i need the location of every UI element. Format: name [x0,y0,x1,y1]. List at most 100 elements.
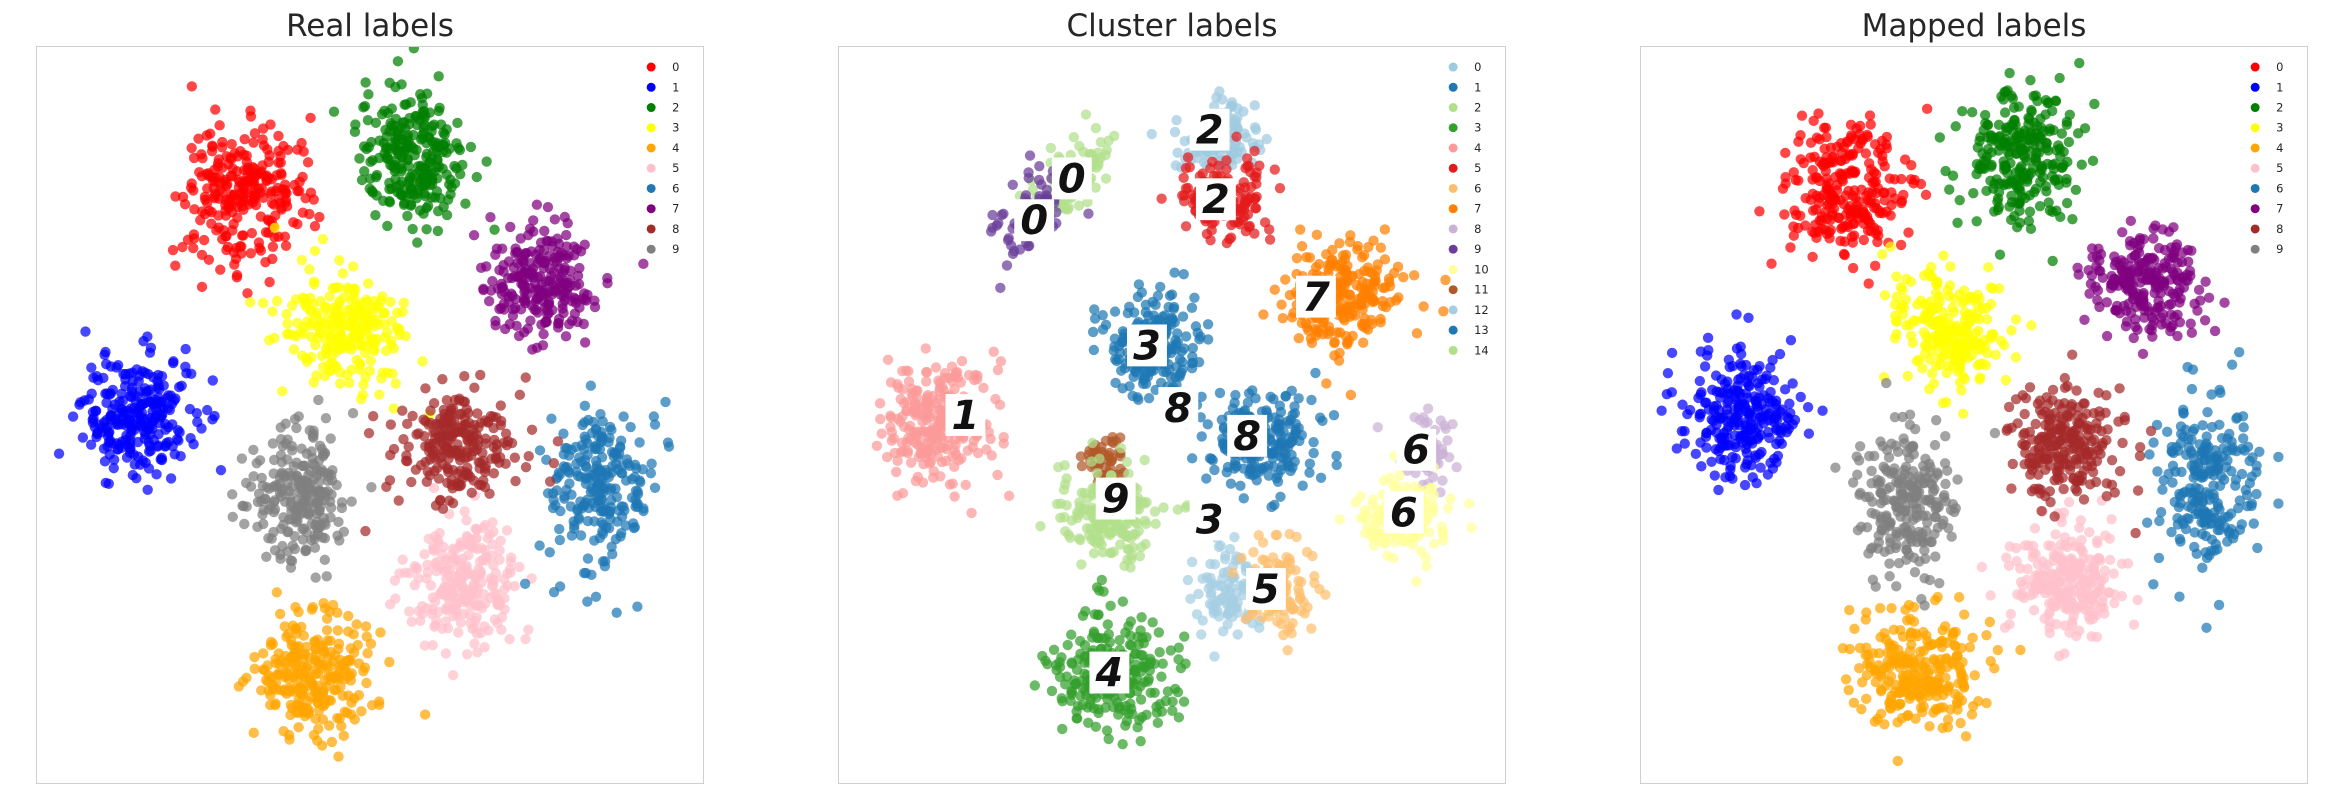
scatter-point-0 [238,230,249,241]
scatter-point-0 [260,256,271,268]
scatter-point-10 [1367,499,1378,510]
scatter-point-0 [195,215,206,226]
scatter-point-8 [523,450,534,462]
scatter-point-3 [388,343,400,354]
scatter-point-8 [397,405,408,416]
scatter-point-1 [173,435,184,446]
scatter-point-5 [471,524,483,535]
scatter-point-6 [566,530,578,541]
scatter-point-1 [1235,480,1246,491]
scatter-point-0 [249,128,261,139]
scatter-point-0 [1864,110,1876,121]
scatter-point-0 [1831,179,1843,191]
scatter-point-13 [1148,310,1159,321]
scatter-point-0 [200,194,211,205]
scatter-point-6 [1257,537,1269,548]
scatter-point-9 [261,551,272,562]
scatter-point-4 [972,447,984,459]
scatter-point-2 [359,100,371,112]
scatter-point-1 [117,414,129,425]
scatter-point-4 [876,428,887,439]
legend-label-9: 9 [672,242,679,256]
digit-image-label: 5 [1252,567,1280,613]
scatter-point-0 [1214,86,1225,97]
scatter-point-3 [347,261,359,272]
scatter-point-3 [1117,596,1129,607]
scatter-point-6 [607,460,618,472]
scatter-point-3 [336,319,347,331]
scatter-point-1 [75,397,86,408]
scatter-point-3 [282,318,293,329]
scatter-point-1 [67,411,79,422]
scatter-point-14 [1088,548,1100,559]
digit-image-background [1227,414,1268,457]
scatter-point-9 [267,438,279,449]
scatter-point-6 [559,491,570,502]
scatter-point-1 [120,369,131,380]
scatter-point-3 [1103,733,1114,745]
legend-marker-4 [1448,143,1458,153]
scatter-point-2 [408,47,420,54]
scatter-point-1 [111,362,122,373]
scatter-point-0 [1789,205,1800,216]
scatter-point-7 [572,270,584,282]
scatter-point-9 [322,471,333,482]
scatter-point-4 [874,398,886,409]
scatter-point-8 [509,452,521,463]
scatter-point-2 [360,77,371,88]
scatter-point-4 [955,377,967,388]
scatter-point-13 [1150,299,1161,311]
scatter-point-1 [100,346,111,358]
scatter-point-8 [1435,415,1446,426]
scatter-point-1 [137,455,148,466]
scatter-point-8 [462,462,473,473]
scatter-point-1 [1271,473,1282,484]
digit-image-background [1014,199,1055,242]
scatter-point-6 [590,455,602,467]
scatter-point-7 [1291,252,1303,264]
scatter-point-0 [1171,115,1182,126]
scatter-point-1 [1238,493,1249,504]
scatter-point-2 [457,159,468,171]
scatter-point-3 [385,296,396,308]
digit-image-background [1383,491,1424,534]
scatter-point-7 [1360,288,1372,300]
scatter-point-0 [196,281,208,293]
scatter-point-4 [362,648,373,659]
scatter-point-12 [1229,531,1240,543]
scatter-point-5 [451,604,462,615]
scatter-point-5 [404,606,415,617]
scatter-point-0 [273,130,284,142]
scatter-point-4 [361,677,372,689]
scatter-point-4 [348,629,359,640]
legend-label-12: 12 [1474,303,1489,317]
scatter-point-8 [552,436,564,447]
scatter-point-9 [268,468,279,479]
digit-image-label: 4 [1095,650,1124,696]
scatter-point-5 [488,560,499,571]
scatter-point-13 [1133,279,1145,290]
scatter-point-6 [558,428,569,439]
scatter-point-9 [254,455,266,466]
scatter-point-1 [1308,447,1319,459]
scatter-point-2 [392,56,404,67]
scatter-point-3 [337,268,349,279]
scatter-point-0 [242,288,253,299]
scatter-point-0 [1179,136,1190,147]
scatter-point-9 [241,501,252,512]
scatter-point-6 [1259,554,1270,566]
scatter-point-1 [127,382,138,393]
scatter-point-5 [411,562,422,574]
scatter-point-7 [561,229,572,241]
scatter-point-13 [1138,378,1149,390]
scatter-point-2 [415,160,427,171]
scatter-point-4 [339,663,350,675]
scatter-point-7 [1280,274,1291,285]
scatter-point-14 [1066,515,1077,526]
scatter-point-5 [499,583,510,595]
scatter-point-5 [1226,219,1237,231]
scatter-point-13 [1088,344,1100,356]
scatter-point-7 [559,262,570,273]
digit-image-label: 2 [1202,177,1230,223]
scatter-point-4 [290,601,301,613]
